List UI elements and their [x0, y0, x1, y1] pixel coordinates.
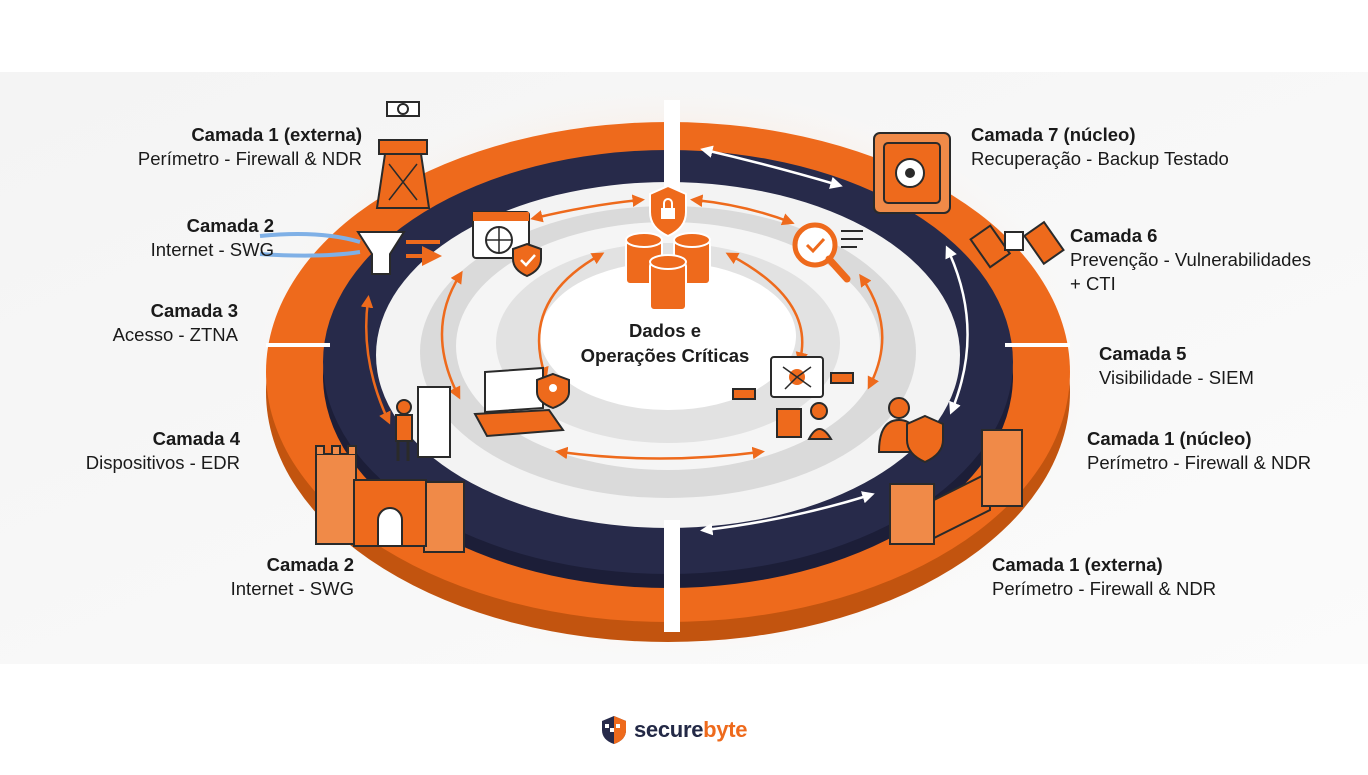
layer-title: Camada 7 (núcleo): [971, 124, 1136, 145]
arrow-inner-left: [536, 252, 605, 380]
arrow-top-right: [690, 194, 795, 226]
layer-title: Camada 5: [1099, 343, 1187, 364]
layer-desc: Perímetro - Firewall & NDR: [992, 578, 1217, 599]
layer-desc: Acesso - ZTNA: [112, 324, 238, 345]
castle-icon: [315, 445, 465, 553]
center-label: Dados e Operações Críticas: [560, 318, 770, 368]
layer-desc: Visibilidade - SIEM: [1099, 367, 1254, 388]
navy-arrow-right: [945, 245, 969, 415]
layer-label-l4-left: Camada 4 Dispositivos - EDR: [40, 427, 240, 475]
access-guard-icon: [395, 386, 451, 461]
database-icon: [625, 232, 711, 311]
arrow-navy-left: [360, 295, 391, 425]
arrow-left: [440, 270, 463, 400]
castle-wall-icon: [889, 429, 1023, 545]
vulnerability-scan-icon: [792, 222, 863, 283]
layer-label-l2-bottom-left: Camada 2 Internet - SWG: [160, 553, 354, 601]
layer-title: Camada 4: [152, 428, 240, 449]
satellite-icon: [969, 220, 1065, 269]
layer-title: Camada 3: [150, 300, 238, 321]
siem-monitoring-icon: [732, 356, 854, 440]
layer-desc-2: + CTI: [1070, 273, 1116, 294]
laptop-user-icon: [473, 366, 570, 438]
layer-label-l3-left: Camada 3 Acesso - ZTNA: [60, 299, 238, 347]
ring-gap-bottom: [664, 520, 680, 632]
web-security-icon: [472, 211, 542, 278]
watch-tower-icon: [375, 101, 431, 209]
lock-shield-icon: [649, 184, 687, 238]
brand-name-part2: byte: [703, 717, 748, 742]
layer-label-l1-bottom-right: Camada 1 (externa) Perímetro - Firewall …: [992, 553, 1262, 601]
center-label-line2: Operações Críticas: [580, 345, 750, 366]
backup-safe-icon: [873, 132, 951, 214]
layer-title: Camada 2: [266, 554, 354, 575]
brand-shield-icon: [602, 716, 626, 744]
layer-desc: Perímetro - Firewall & NDR: [137, 148, 362, 169]
swg-filter-icon: [259, 231, 440, 275]
layer-label-l7-right: Camada 7 (núcleo) Recuperação - Backup T…: [971, 123, 1271, 171]
arrow-bottom: [555, 446, 765, 460]
center-label-line1: Dados e: [629, 320, 701, 341]
navy-arrow-top-right: [700, 145, 843, 189]
layer-desc: Prevenção - Vulnerabilidades: [1070, 249, 1311, 270]
layer-label-l6-right: Camada 6 Prevenção - Vulnerabilidades + …: [1070, 224, 1360, 296]
layer-label-l2-left: Camada 2 Internet - SWG: [80, 214, 274, 262]
layer-title: Camada 6: [1070, 225, 1158, 246]
layer-desc: Recuperação - Backup Testado: [971, 148, 1229, 169]
layer-desc: Perímetro - Firewall & NDR: [1087, 452, 1312, 473]
layer-title: Camada 1 (externa): [191, 124, 362, 145]
arrow-top-left: [530, 194, 645, 223]
arrow-inner-right: [725, 252, 808, 365]
arrow-right: [859, 273, 884, 390]
brand-logo: securebyte: [600, 714, 748, 746]
layer-title: Camada 2: [186, 215, 274, 236]
layer-desc: Dispositivos - EDR: [85, 452, 240, 473]
navy-arrow-bottom-right: [700, 491, 875, 536]
ring-gap-top: [664, 100, 680, 200]
layer-desc: Internet - SWG: [230, 578, 354, 599]
layer-label-l5-right: Camada 5 Visibilidade - SIEM: [1099, 342, 1319, 390]
brand-name-part1: secure: [634, 717, 704, 742]
brand-name: securebyte: [634, 717, 748, 743]
defender-shield-icon: [877, 397, 944, 464]
layer-label-l1-top-left: Camada 1 (externa) Perímetro - Firewall …: [100, 123, 362, 171]
layer-desc: Internet - SWG: [150, 239, 274, 260]
layer-title: Camada 1 (núcleo): [1087, 428, 1252, 449]
layer-title: Camada 1 (externa): [992, 554, 1163, 575]
layer-label-l1-nucleo-right: Camada 1 (núcleo) Perímetro - Firewall &…: [1087, 427, 1357, 475]
